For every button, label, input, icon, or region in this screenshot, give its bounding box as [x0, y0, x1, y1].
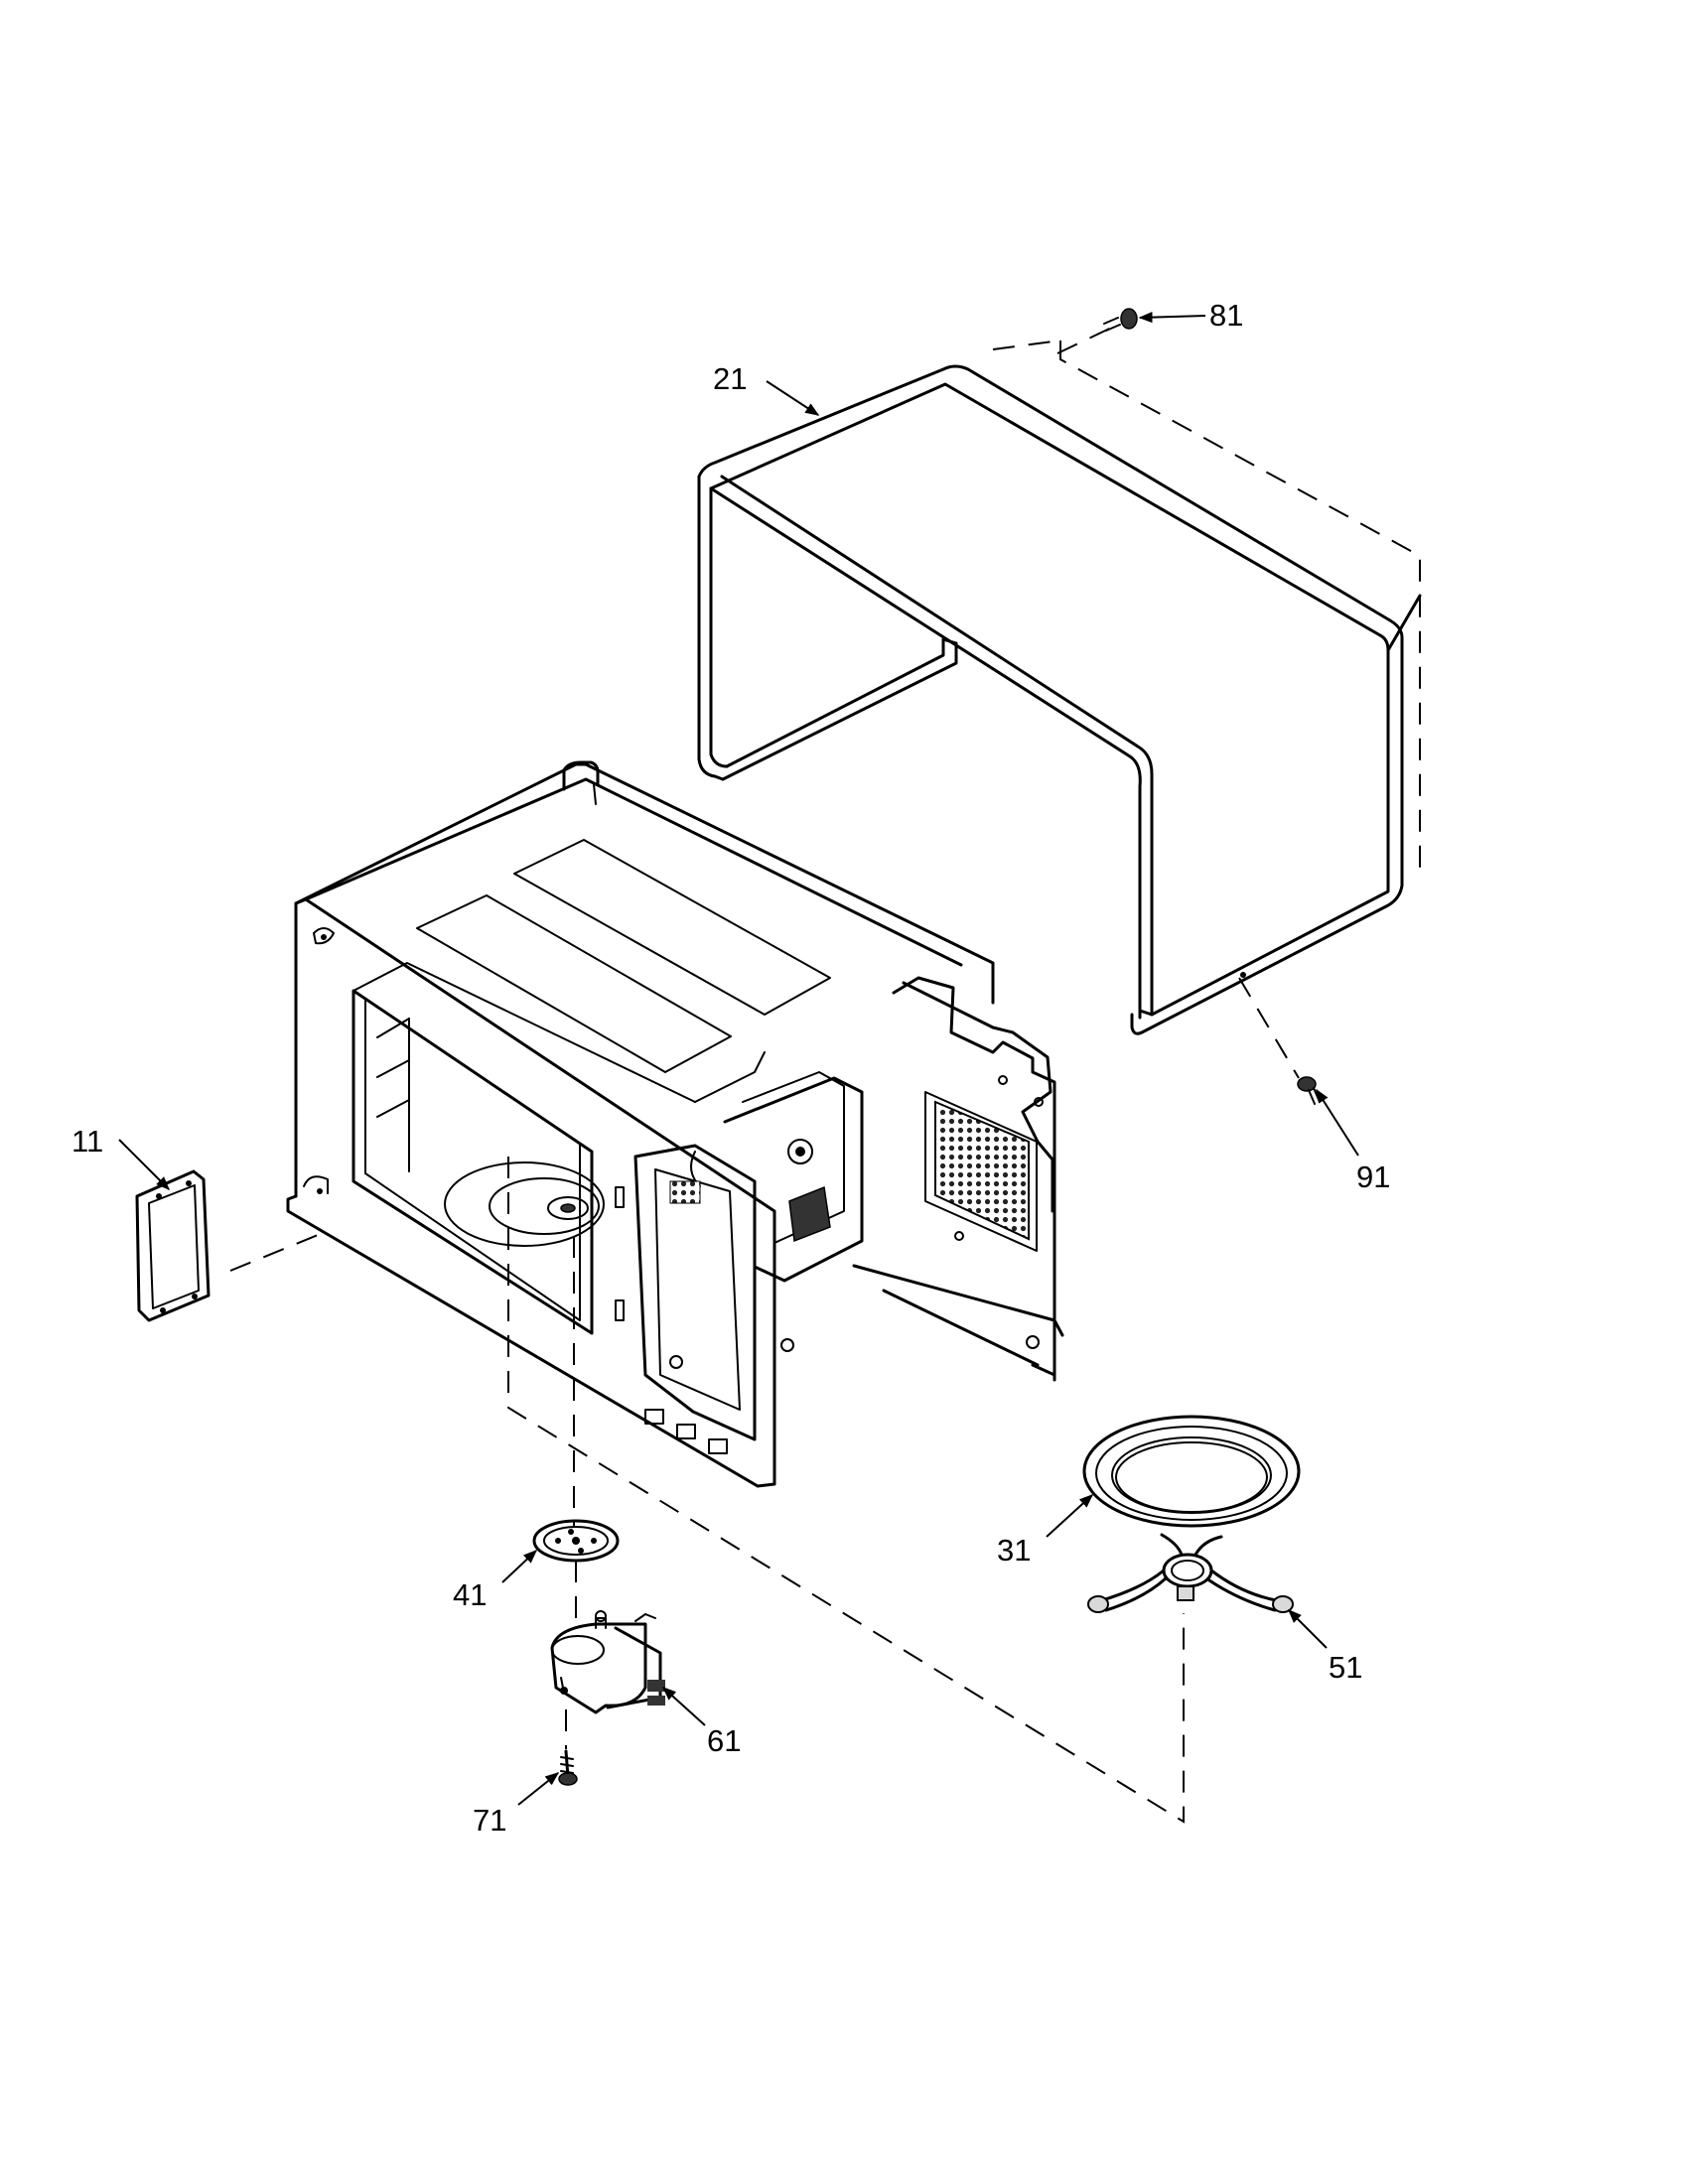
callout-71: 71 — [473, 1803, 506, 1838]
leader-31 — [1046, 1494, 1094, 1538]
leader-lines — [118, 312, 1359, 1806]
leader-11 — [118, 1139, 170, 1190]
part-31-glass-tray — [1082, 1415, 1301, 1528]
leader-71 — [517, 1772, 560, 1806]
leader-61 — [661, 1687, 706, 1726]
part-41-coupler — [532, 1519, 620, 1563]
callout-91: 91 — [1356, 1160, 1390, 1194]
callout-21: 21 — [713, 361, 747, 396]
part-61-motor — [550, 1610, 665, 1714]
callout-numbers: 11 21 31 41 51 61 71 81 91 — [71, 298, 1390, 1838]
callout-41: 41 — [453, 1577, 487, 1612]
callout-31: 31 — [997, 1533, 1031, 1568]
leader-91 — [1316, 1088, 1359, 1157]
assembly-lines — [229, 322, 1300, 1824]
part-11-cover-plate — [135, 1169, 210, 1322]
leader-41 — [501, 1550, 538, 1583]
leader-21 — [766, 380, 820, 416]
callout-81: 81 — [1209, 298, 1243, 333]
callout-11: 11 — [71, 1124, 103, 1159]
callout-51: 51 — [1329, 1650, 1362, 1685]
part-71-screw — [558, 1749, 578, 1786]
part-51-roller-ring — [1087, 1533, 1294, 1613]
outer-cabinet — [697, 339, 1422, 1035]
leader-51 — [1288, 1609, 1328, 1649]
callout-61: 61 — [707, 1723, 741, 1758]
leader-81 — [1138, 312, 1206, 324]
part-81-screw — [1103, 308, 1138, 332]
main-frame — [286, 760, 1064, 1488]
